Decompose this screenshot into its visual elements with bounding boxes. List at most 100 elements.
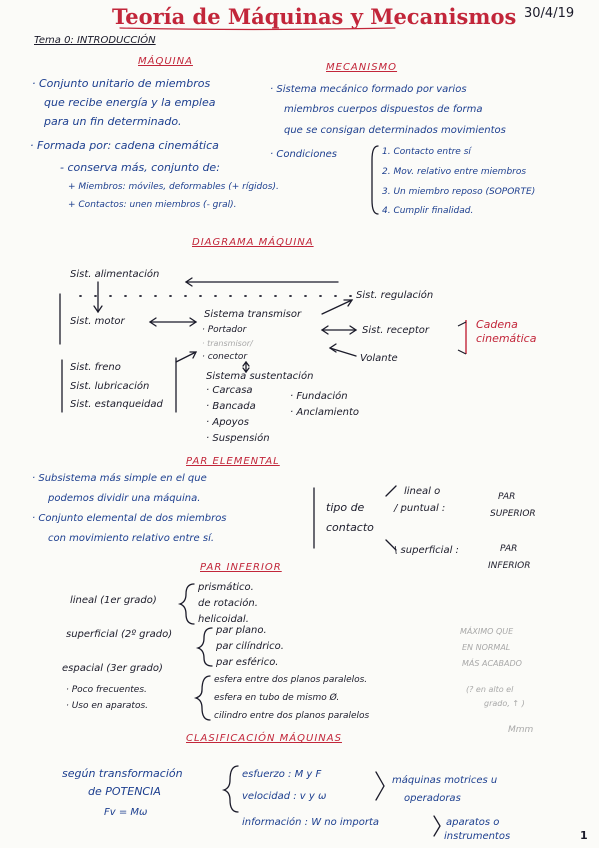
par-superior-2: SUPERIOR [490, 509, 536, 519]
maquina-line-2: que recibe energía y la emplea [44, 96, 216, 109]
sist-lubricacion: Sist. lubricación [70, 381, 150, 392]
contacto-branches [385, 485, 397, 551]
par-inferior-heading: PAR INFERIOR [200, 562, 282, 573]
page-title: Teoría de Máquinas y Mecanismos [112, 4, 517, 29]
margin-note-3: MÁS ACABADO [462, 659, 522, 668]
superficial-brace [195, 627, 213, 667]
espacial-item-3: cilindro entre dos planos paralelos [214, 711, 370, 721]
title-underline [119, 27, 396, 31]
transmisor-item-3: · conector [202, 352, 248, 362]
cadena-cinematica: Cadena cinemática [476, 318, 537, 346]
result-2-line-1: aparatos o [446, 817, 500, 828]
superficial-item-2: par cilíndrico. [216, 641, 284, 652]
sustentacion-item-4: · Suspensión [206, 433, 270, 444]
maquina-line-7: + Contactos: unen miembros (- gral). [68, 200, 237, 210]
result-2-line-2: instrumentos [444, 831, 511, 842]
sustentacion-item-1: · Carcasa [206, 385, 253, 396]
clasificacion-row-3: información : W no importa [242, 817, 380, 828]
clasificacion-heading: CLASIFICACIÓN MÁQUINAS [186, 733, 342, 744]
condicion-2: 2. Mov. relativo entre miembros [382, 167, 527, 177]
lineal-brace [177, 583, 195, 625]
par-elemental-line-2: podemos dividir una máquina. [48, 493, 201, 504]
par-inferior-1: PAR [500, 544, 518, 554]
par-elemental-heading: PAR ELEMENTAL [186, 456, 280, 467]
condiciones-label: · Condiciones [270, 149, 338, 160]
sist-alimentacion: Sist. alimentación [70, 269, 160, 280]
tema-heading: Tema 0: INTRODUCCIÓN [34, 35, 156, 46]
superficial-grade-label: superficial (2º grado) [66, 629, 173, 640]
superficial-item-3: par esférico. [216, 657, 279, 668]
sustentacion-item-6: · Anclamiento [290, 407, 359, 418]
margin-note-4: (? en alto el [466, 685, 514, 694]
margin-note-1: MÁXIMO QUE [460, 627, 514, 636]
volante-arrow [329, 347, 357, 357]
margin-note-5: grado, ↑ ) [484, 699, 525, 708]
freno-arrow [175, 351, 197, 363]
segun-line-2: de POTENCIA [88, 785, 161, 798]
mecanismo-heading: MECANISMO [326, 62, 398, 73]
lineal-item-1: prismático. [198, 582, 254, 593]
espacial-brace [193, 675, 211, 721]
sist-regulacion: Sist. regulación [356, 290, 434, 301]
result2-bracket [433, 815, 441, 837]
lineal-label: lineal (1er grado) [70, 595, 157, 606]
down-arrow-head [93, 305, 103, 314]
mecanismo-line-2: miembros cuerpos dispuestos de forma [284, 104, 483, 115]
lineal-puntual-2: / puntual : [394, 503, 446, 514]
sustentacion-heads [242, 360, 250, 374]
sustentacion-item-3: · Apoyos [206, 417, 249, 428]
espacial-item-1: esfera entre dos planos paralelos. [214, 675, 368, 685]
maquina-line-4: · Formada por: cadena cinemática [30, 139, 219, 152]
espacial-item-2: esfera en tubo de mismo Ø. [214, 693, 340, 703]
tipo-contacto-2: contacto [326, 521, 374, 534]
condicion-1: 1. Contacto entre sí [382, 147, 471, 157]
sist-estanqueidad: Sist. estanqueidad [70, 399, 163, 410]
transmisor-item-2: · transmisor/ [202, 339, 253, 348]
margin-note-2: EN NORMAL [462, 643, 511, 652]
sist-motor: Sist. motor [70, 316, 125, 327]
volante-head [328, 343, 337, 353]
par-inferior-2: INFERIOR [488, 561, 531, 571]
motor-transmisor-heads [148, 317, 198, 327]
diagrama-heading: DIAGRAMA MÁQUINA [192, 237, 314, 248]
maquina-line-6: + Miembros: móviles, deformables (+ rígi… [68, 182, 279, 192]
result-1-line-2: operadoras [404, 793, 461, 804]
superficial-item-1: par plano. [216, 625, 267, 636]
page-date: 30/4/19 [524, 6, 575, 21]
formula: Fv = Mω [104, 807, 148, 818]
condicion-4: 4. Cumplir finalidad. [382, 206, 474, 216]
espacial-label: espacial (3er grado) [62, 663, 163, 674]
result-1-line-1: máquinas motrices u [392, 775, 498, 786]
superficial-label: \ superficial : [394, 545, 459, 556]
clasificacion-row-1: esfuerzo : M y F [242, 769, 322, 780]
transmisor-regulacion-head [343, 299, 354, 307]
sustentacion-item-5: · Fundación [290, 391, 348, 402]
espacial-note-2: · Uso en aparatos. [66, 701, 149, 711]
par-elemental-line-1: · Subsistema más simple en el que [32, 473, 207, 484]
maquina-line-5: - conserva más, conjunto de: [60, 161, 220, 174]
lineal-puntual-1: lineal o [404, 486, 441, 497]
mecanismo-line-3: que se consigan determinados movimientos [284, 125, 506, 136]
transmisor-item-1: · Portador [202, 325, 247, 335]
clasificacion-brace [221, 765, 239, 813]
maquina-line-1: · Conjunto unitario de miembros [32, 77, 211, 90]
tipo-contacto-1: tipo de [326, 501, 365, 514]
mecanismo-line-1: · Sistema mecánico formado por varios [270, 84, 467, 95]
sist-receptor: Sist. receptor [362, 325, 430, 336]
transmisor-receptor-heads [320, 325, 358, 335]
freno-head [189, 351, 198, 359]
espacial-note-1: · Poco frecuentes. [66, 685, 147, 695]
freno-box-bars [61, 357, 177, 413]
lineal-item-2: de rotación. [198, 598, 258, 609]
alim-arrow-head [184, 277, 193, 287]
maquina-line-3: para un fin determinado. [44, 115, 182, 128]
condicion-3: 3. Un miembro reposo (SOPORTE) [382, 187, 536, 197]
result-bracket [375, 771, 385, 801]
par-superior-1: PAR [498, 492, 516, 502]
par-elemental-line-4: con movimiento relativo entre sí. [48, 533, 215, 544]
sistema-sustentacion: Sistema sustentación [206, 371, 314, 382]
condiciones-bracket [371, 145, 379, 215]
clasificacion-row-2: velocidad : v y ω [242, 791, 327, 802]
